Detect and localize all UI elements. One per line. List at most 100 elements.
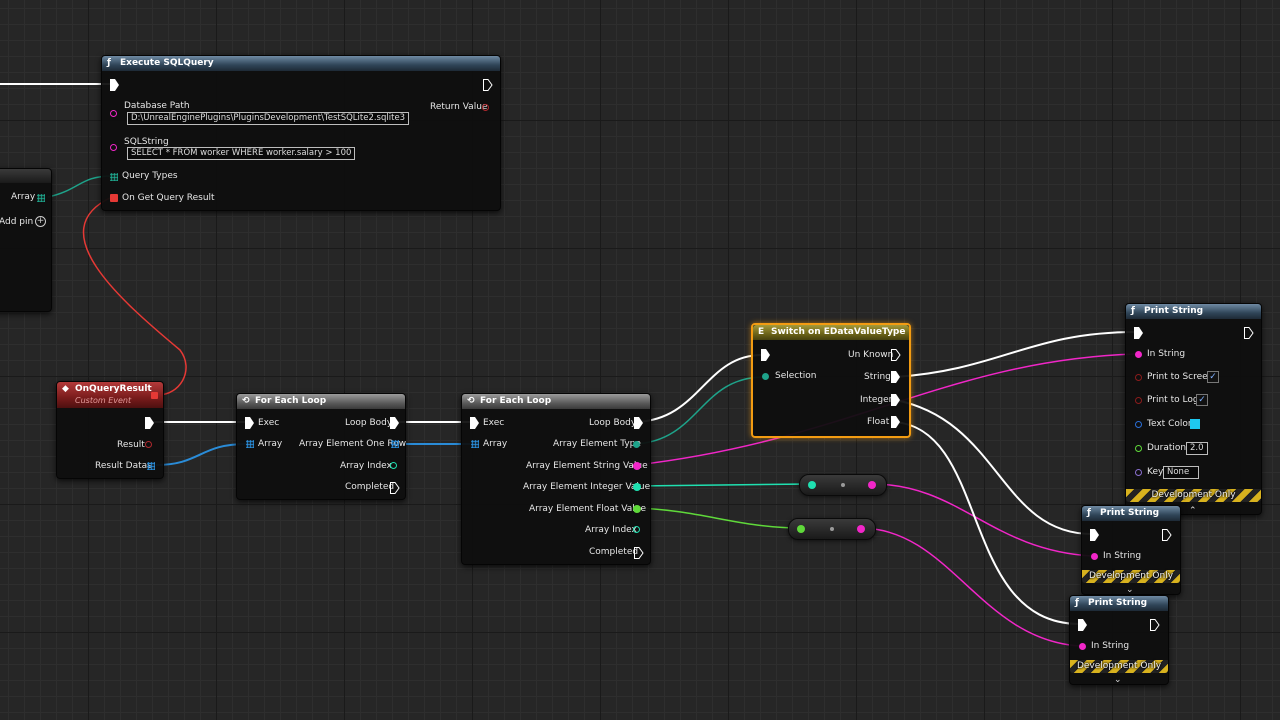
- database-path-field[interactable]: D:\UnrealEnginePlugins\PluginsDevelopmen…: [127, 112, 410, 125]
- event-delegate-pin[interactable]: [151, 392, 158, 399]
- print-string-3-node[interactable]: ƒ Print String In String Development Onl…: [1069, 595, 1169, 685]
- database-path-pin[interactable]: [110, 110, 117, 117]
- loop2-float-label: Array Element Float Value: [529, 504, 647, 514]
- return-value-label: Return Value: [430, 102, 488, 112]
- switch-header[interactable]: E Switch on EDataValueType: [753, 325, 909, 340]
- execute-sqlquery-node[interactable]: ƒ Execute SQLQuery Database Path D:\Unre…: [101, 55, 501, 211]
- print1-in-string-pin[interactable]: [1135, 351, 1142, 358]
- print1-screen-pin[interactable]: [1135, 374, 1142, 381]
- print1-duration-label: Duration: [1147, 443, 1187, 453]
- loop1-completed-label: Completed: [345, 482, 395, 492]
- print3-header[interactable]: ƒ Print String: [1070, 596, 1168, 611]
- switch-float-label: Float: [867, 417, 890, 427]
- add-pin-icon[interactable]: +: [35, 216, 46, 227]
- function-icon: ƒ: [1075, 598, 1079, 608]
- loop2-type-pin[interactable]: [633, 441, 640, 448]
- switch-icon: E: [758, 327, 765, 337]
- loop2-header[interactable]: ⟲ For Each Loop: [462, 394, 650, 409]
- on-get-result-pin[interactable]: [110, 194, 118, 202]
- reroute-node-integer[interactable]: [799, 474, 887, 496]
- print1-color-swatch[interactable]: [1190, 419, 1200, 429]
- exec-wire-switch-print1: [894, 331, 1137, 378]
- on-query-result-node[interactable]: ◆ OnQueryResult Custom Event Result Resu…: [56, 381, 164, 479]
- for-each-loop-2-node[interactable]: ⟲ For Each Loop Exec Array Loop Body Arr…: [461, 393, 651, 565]
- reroute2-dot: [830, 527, 834, 531]
- return-value-pin[interactable]: [482, 104, 489, 111]
- execute-node-header[interactable]: ƒ Execute SQLQuery: [102, 56, 500, 71]
- print1-title: Print String: [1144, 306, 1204, 316]
- print1-log-pin[interactable]: [1135, 397, 1142, 404]
- loop1-loop-body-label: Loop Body: [345, 418, 393, 428]
- exec-wire-loop2-switch: [635, 354, 763, 423]
- event-node-title: OnQueryResult: [75, 384, 152, 394]
- print1-log-checkbox[interactable]: ✓: [1196, 394, 1208, 406]
- event-node-subtitle: Custom Event: [75, 396, 132, 405]
- loop2-string-pin[interactable]: [633, 462, 641, 470]
- for-each-loop-1-node[interactable]: ⟲ For Each Loop Exec Array Loop Body Arr…: [236, 393, 406, 500]
- loop2-title: For Each Loop: [480, 396, 552, 406]
- database-path-label: Database Path: [124, 101, 190, 111]
- print1-screen-checkbox[interactable]: ✓: [1207, 371, 1219, 383]
- print3-in-string-pin[interactable]: [1079, 643, 1086, 650]
- loop1-title: For Each Loop: [255, 396, 327, 406]
- switch-node[interactable]: E Switch on EDataValueType Selection Un …: [751, 323, 911, 438]
- print2-in-string-pin[interactable]: [1091, 553, 1098, 560]
- array-wire-event-loop1: [155, 443, 247, 466]
- print-string-2-node[interactable]: ƒ Print String In String Development Onl…: [1081, 505, 1181, 595]
- on-get-result-label: On Get Query Result: [122, 193, 215, 203]
- print3-in-string-label: In String: [1091, 641, 1130, 651]
- print-string-1-node[interactable]: ƒ Print String In String Print to Screen…: [1125, 303, 1262, 516]
- print3-title: Print String: [1088, 598, 1148, 608]
- make-array-node[interactable]: Array Add pin +: [0, 168, 52, 312]
- string-wire-reroute2-print3: [859, 527, 1081, 647]
- sql-string-pin[interactable]: [110, 144, 117, 151]
- loop1-header[interactable]: ⟲ For Each Loop: [237, 394, 405, 409]
- reroute1-input-pin[interactable]: [808, 481, 816, 489]
- result-label: Result: [117, 440, 145, 450]
- loop2-integer-pin[interactable]: [633, 483, 641, 491]
- loop2-float-pin[interactable]: [633, 505, 641, 513]
- result-datas-pin[interactable]: [147, 462, 155, 470]
- print1-dev-only-bar: Development Only: [1126, 489, 1261, 502]
- loop2-type-label: Array Element Type: [553, 439, 641, 449]
- loop2-completed-label: Completed: [589, 547, 639, 557]
- print1-expand-arrow-icon[interactable]: ⌃: [1189, 506, 1197, 516]
- query-types-pin[interactable]: [110, 173, 118, 181]
- print1-key-pin[interactable]: [1135, 469, 1142, 476]
- print2-title: Print String: [1100, 508, 1160, 518]
- loop2-index-label: Array Index: [585, 525, 637, 535]
- reroute-node-float[interactable]: [788, 518, 876, 540]
- print1-key-field[interactable]: None: [1163, 466, 1199, 479]
- loop2-index-pin[interactable]: [633, 526, 640, 533]
- add-pin-label[interactable]: Add pin: [0, 217, 34, 227]
- print2-expand-arrow-icon[interactable]: ⌄: [1126, 585, 1134, 595]
- sql-string-label: SQLString: [124, 137, 169, 147]
- loop1-index-pin[interactable]: [390, 462, 397, 469]
- reroute1-output-pin[interactable]: [868, 481, 876, 489]
- print2-header[interactable]: ƒ Print String: [1082, 506, 1180, 521]
- print2-dev-only-bar: Development Only: [1082, 570, 1180, 583]
- print1-header[interactable]: ƒ Print String: [1126, 304, 1261, 319]
- sql-string-field[interactable]: SELECT * FROM worker WHERE worker.salary…: [127, 147, 356, 160]
- print1-color-pin[interactable]: [1135, 421, 1142, 428]
- print3-expand-arrow-icon[interactable]: ⌄: [1114, 675, 1122, 685]
- result-pin[interactable]: [145, 441, 152, 448]
- loop1-array-label: Array: [258, 439, 283, 449]
- reroute2-output-pin[interactable]: [857, 525, 865, 533]
- event-node-header[interactable]: ◆ OnQueryResult Custom Event: [57, 382, 163, 408]
- print1-duration-pin[interactable]: [1135, 445, 1142, 452]
- string-wire-reroute1-print2: [871, 483, 1093, 557]
- loop-icon: ⟲: [242, 396, 250, 406]
- print3-dev-only-bar: Development Only: [1070, 660, 1168, 673]
- switch-selection-pin[interactable]: [762, 373, 769, 380]
- result-datas-label: Result Datas: [95, 461, 152, 471]
- loop2-array-input-pin[interactable]: [471, 440, 479, 448]
- reroute2-input-pin[interactable]: [797, 525, 805, 533]
- print1-duration-field[interactable]: 2.0: [1186, 442, 1208, 455]
- loop1-element-pin[interactable]: [391, 440, 399, 448]
- query-types-label: Query Types: [122, 171, 178, 181]
- loop1-array-input-pin[interactable]: [246, 440, 254, 448]
- array-output-label: Array: [11, 192, 36, 202]
- array-output-pin[interactable]: [37, 194, 45, 202]
- print2-in-string-label: In String: [1103, 551, 1142, 561]
